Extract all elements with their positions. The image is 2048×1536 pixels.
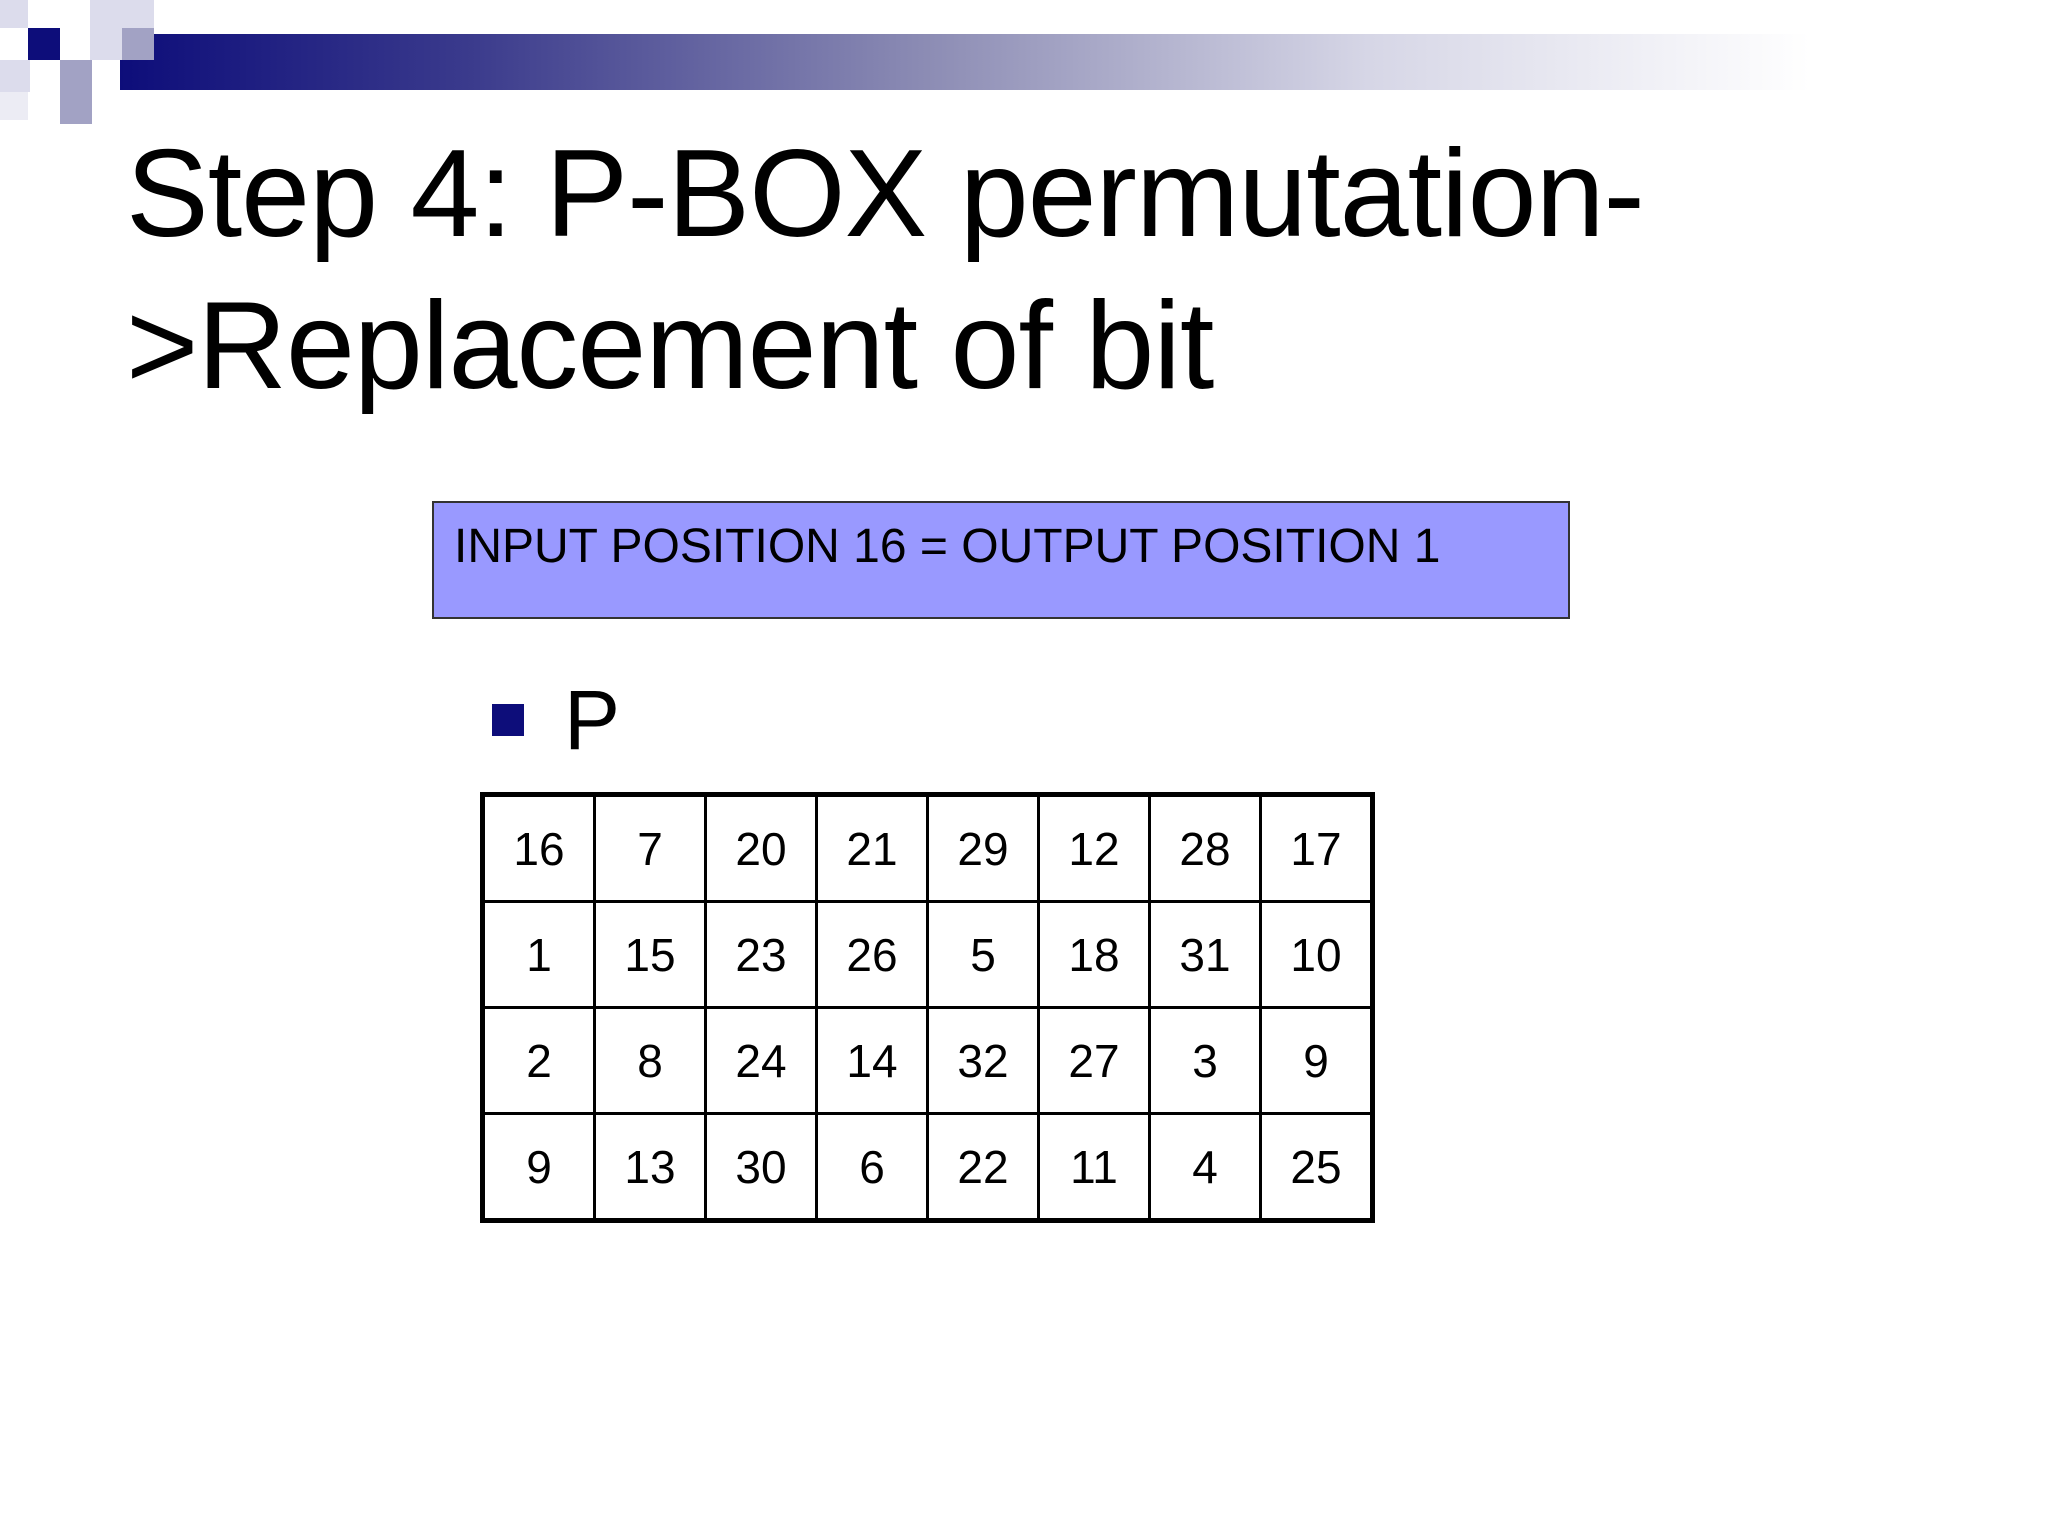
table-cell: 5 <box>926 900 1040 1009</box>
table-cell: 22 <box>926 1112 1040 1222</box>
table-cell: 24 <box>704 1006 818 1115</box>
table-cell: 30 <box>704 1112 818 1222</box>
table-cell: 2 <box>481 1006 596 1115</box>
decor-square <box>0 0 28 28</box>
table-cell: 32 <box>926 1006 1040 1115</box>
table-cell: 21 <box>815 793 929 903</box>
pbox-permutation-table: 16 7 20 21 29 12 28 17 1 15 23 26 5 18 3… <box>480 792 1375 1223</box>
table-cell: 7 <box>593 793 707 903</box>
decor-square <box>0 60 30 92</box>
decor-square <box>122 28 154 60</box>
table-cell: 29 <box>926 793 1040 903</box>
decor-square <box>90 28 122 60</box>
bullet-label: P <box>564 673 621 767</box>
table-cell: 8 <box>593 1006 707 1115</box>
table-cell: 9 <box>1259 1006 1374 1115</box>
table-cell: 12 <box>1037 793 1151 903</box>
decor-square <box>60 92 92 124</box>
table-cell: 10 <box>1259 900 1374 1009</box>
table-cell: 18 <box>1037 900 1151 1009</box>
table-cell: 9 <box>481 1112 596 1222</box>
bullet-item: P <box>492 676 620 764</box>
decor-square <box>0 92 28 120</box>
table-cell: 13 <box>593 1112 707 1222</box>
table-cell: 26 <box>815 900 929 1009</box>
table-cell: 20 <box>704 793 818 903</box>
table-cell: 14 <box>815 1006 929 1115</box>
table-row: 2 8 24 14 32 27 3 9 <box>481 1006 1374 1115</box>
decor-square <box>90 0 154 28</box>
header-gradient-bar <box>120 34 2040 90</box>
table-cell: 15 <box>593 900 707 1009</box>
table-cell: 17 <box>1259 793 1374 903</box>
table-cell: 23 <box>704 900 818 1009</box>
callout-box: INPUT POSITION 16 = OUTPUT POSITION 1 <box>432 501 1570 619</box>
table-cell: 25 <box>1259 1112 1374 1222</box>
table-cell: 31 <box>1148 900 1262 1009</box>
decor-square <box>60 60 92 92</box>
table-cell: 1 <box>481 900 596 1009</box>
decor-square <box>28 28 60 60</box>
table-cell: 28 <box>1148 793 1262 903</box>
bullet-square-icon <box>492 704 524 736</box>
table-cell: 6 <box>815 1112 929 1222</box>
table-cell: 16 <box>481 793 596 903</box>
table-cell: 4 <box>1148 1112 1262 1222</box>
table-cell: 11 <box>1037 1112 1151 1222</box>
slide-title: Step 4: P-BOX permutation->Replacement o… <box>126 125 1645 415</box>
table-row: 16 7 20 21 29 12 28 17 <box>481 793 1374 903</box>
table-row: 9 13 30 6 22 11 4 25 <box>481 1112 1374 1222</box>
table-row: 1 15 23 26 5 18 31 10 <box>481 900 1374 1009</box>
decor-square <box>60 28 90 60</box>
table-cell: 3 <box>1148 1006 1262 1115</box>
table-cell: 27 <box>1037 1006 1151 1115</box>
